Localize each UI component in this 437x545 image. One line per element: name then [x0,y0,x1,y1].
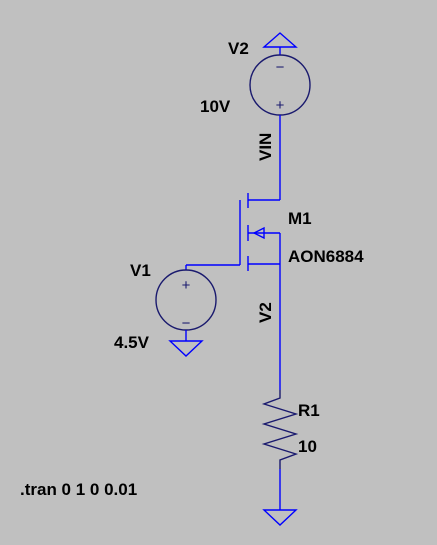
v2-minus-sign: − [276,59,285,76]
spice-directive[interactable]: .tran 0 1 0 0.01 [20,480,137,499]
r1-name: R1 [298,401,320,420]
ground-icon [262,509,298,526]
m1-model: AON6884 [288,247,364,266]
v2-top-terminal-arrow [262,32,298,48]
v2-voltage-source[interactable]: − + V2 10V [200,32,311,116]
v1-ground-icon [168,340,204,357]
v2-source-value: 10V [200,97,231,116]
v1-minus-sign: − [182,315,191,332]
v2-source-name: V2 [228,39,249,58]
m1-name: M1 [288,209,312,228]
vin-net-label: VIN [256,133,275,161]
r1-resistor[interactable]: R1 10 [261,390,320,469]
v1-source-name: V1 [130,261,151,280]
r1-zigzag [261,390,299,469]
v2-plus-sign: + [276,97,285,114]
v1-voltage-source[interactable]: + − V1 4.5V [114,261,217,357]
r1-value: 10 [298,437,317,456]
v1-plus-sign: + [182,277,191,294]
v2-net-label: V2 [256,302,275,323]
m1-mosfet[interactable]: M1 AON6884 [186,193,364,271]
m1-body-arrow [252,226,265,240]
v1-source-value: 4.5V [114,333,150,352]
